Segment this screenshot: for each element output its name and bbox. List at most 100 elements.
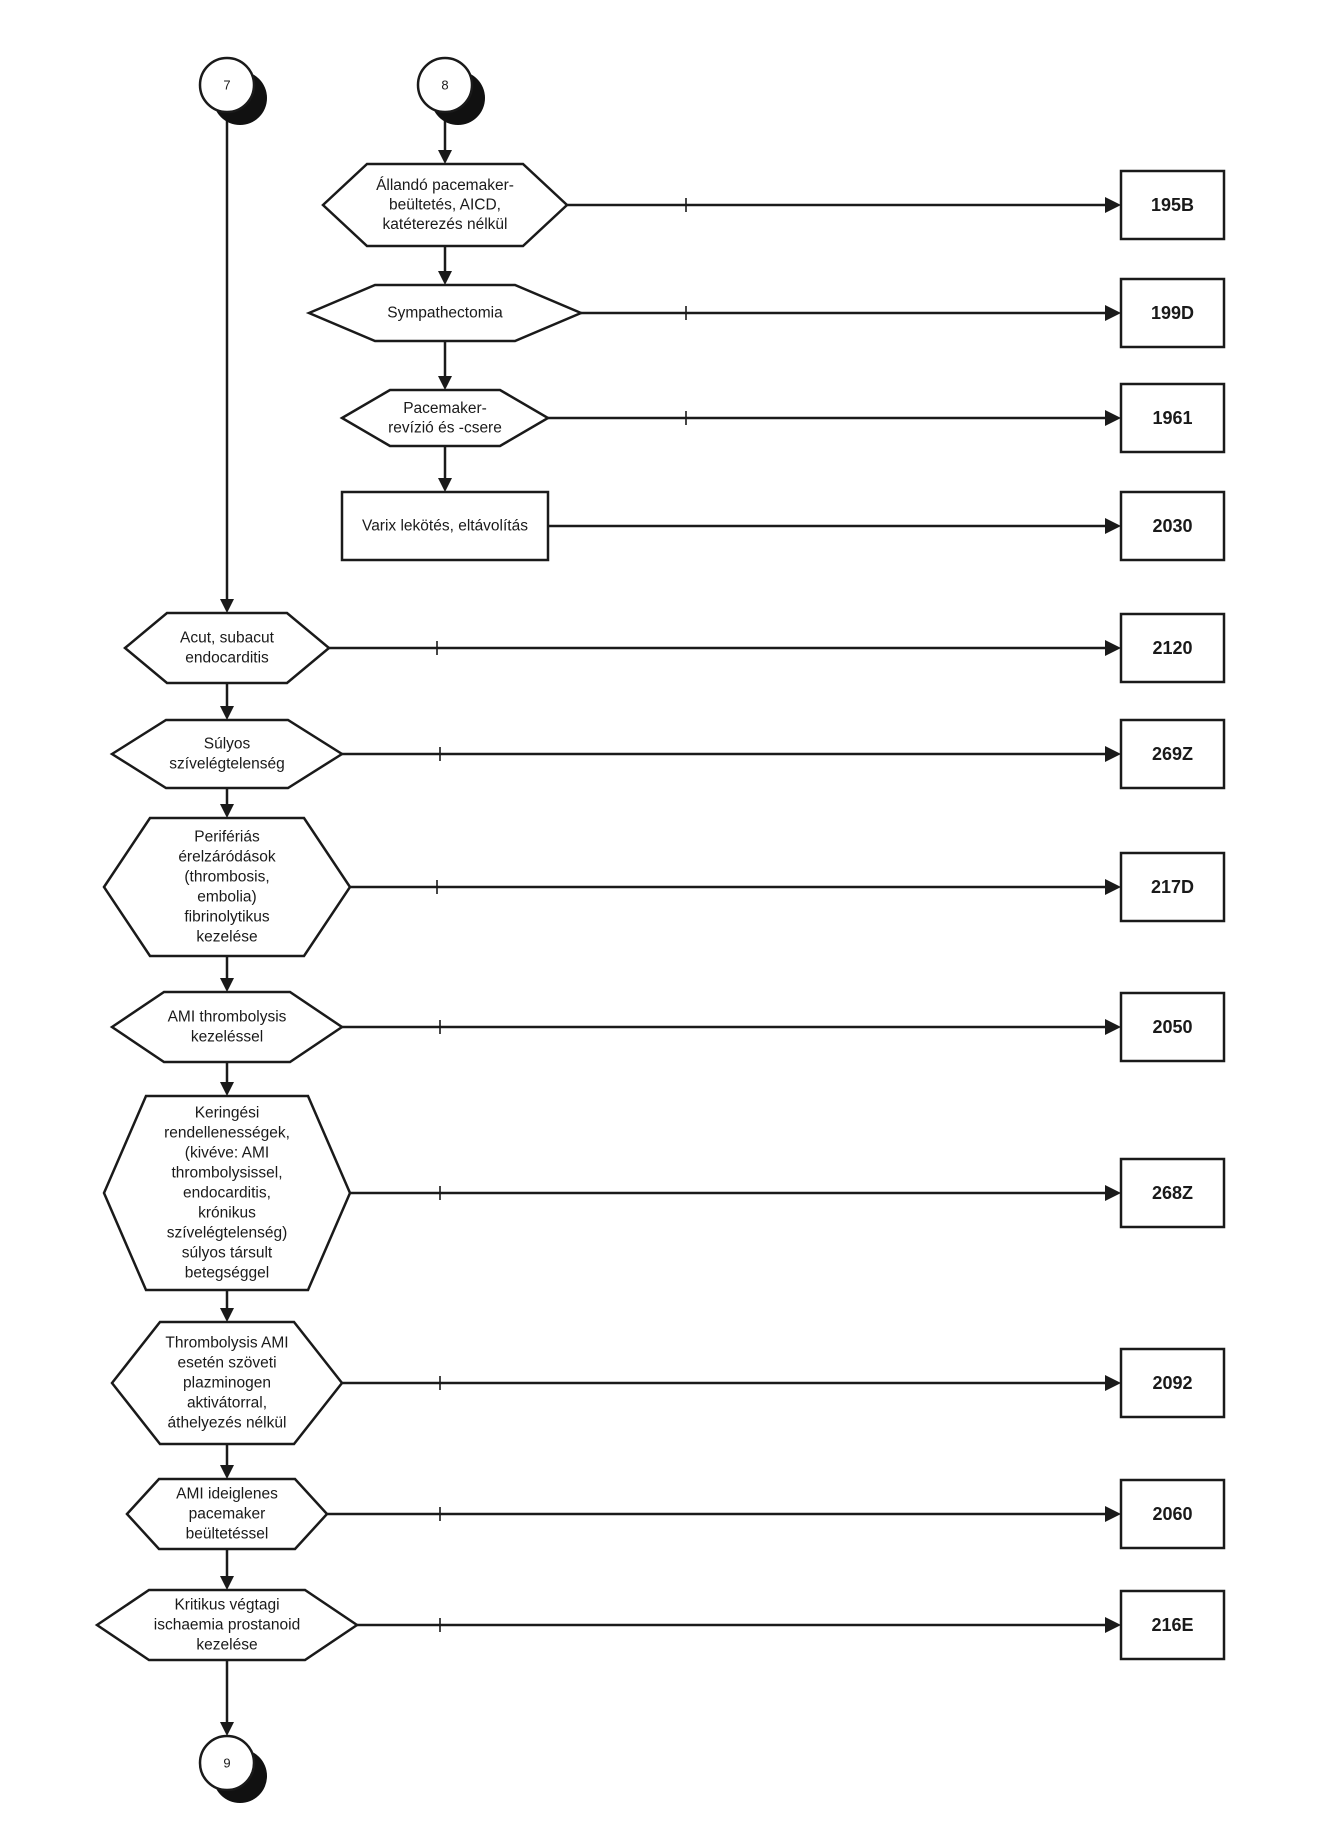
edge-node-216E-to-c9-head (220, 1722, 234, 1736)
node-2120-box (1119, 612, 1226, 684)
node-217D-box (1119, 851, 1226, 923)
node-216E-box (1119, 1589, 1226, 1661)
node-2050-code: 2050 (1152, 1017, 1192, 1037)
edge-c7-to-node-2120-head (220, 599, 234, 613)
node-2092-text-line-2: esetén szöveti (177, 1355, 276, 1372)
node-2120-code: 2120 (1152, 638, 1192, 658)
nodes-layer: Állandó pacemaker-beültetés, AICD, katéte… (94, 56, 1226, 1803)
node-216E-text-line-3: kezelése (196, 1637, 257, 1654)
node-268Z-text-line-6: krónikus (198, 1205, 256, 1222)
node-2120-edge-head (1105, 640, 1121, 656)
edge-2050-to-268Z-head (220, 1082, 234, 1096)
node-268Z-text-line-1: Keringési (195, 1105, 260, 1122)
node-2060-box (1119, 1478, 1226, 1550)
node-217D-text-line-6: kezelése (196, 929, 257, 946)
node-2060-text-line-1: AMI ideiglenes (176, 1486, 278, 1503)
node-2092-edge-head (1105, 1375, 1121, 1391)
node-2092-hexagon (110, 1320, 344, 1446)
node-2120-hexagon (123, 611, 331, 685)
node-2092-code: 2092 (1152, 1373, 1192, 1393)
edge-2092-to-2060-head (220, 1465, 234, 1479)
node-195B-text-line-2: beültetés, AICD, (389, 197, 501, 214)
node-2060-text-line-3: beültetéssel (186, 1526, 269, 1543)
connector-9-circle (198, 1734, 256, 1792)
connector-8-label: 8 (441, 78, 448, 93)
node-199D-code: 199D (1151, 303, 1194, 323)
node-2060-code: 2060 (1152, 1504, 1192, 1524)
node-217D-text-line-1: Perifériás (194, 829, 260, 846)
node-268Z-edge-head (1105, 1185, 1121, 1201)
node-216E-hexagon (94, 1588, 360, 1662)
node-199D-box (1119, 277, 1226, 349)
edge-199D-to-1961-head (438, 376, 452, 390)
node-1961-code: 1961 (1152, 408, 1192, 428)
connector-7-circle (198, 56, 256, 114)
edge-269Z-to-217D-head (220, 804, 234, 818)
node-217D-text-line-2: érelzáródások (178, 849, 276, 866)
node-2030-rect (340, 490, 550, 562)
edge-2120-to-269Z-head (220, 706, 234, 720)
node-2060-edge-head (1105, 1506, 1121, 1522)
node-2092-text-line-4: aktivátorral, (187, 1395, 267, 1412)
edge-195B-to-199D-head (438, 271, 452, 285)
node-216E-text-line-1: Kritikus végtagi (174, 1597, 279, 1614)
edges-layer (220, 112, 1121, 1736)
node-268Z-text-line-4: thrombolysissel, (171, 1165, 282, 1182)
node-217D-edge-head (1105, 879, 1121, 895)
node-268Z-text-line-9: betegséggel (185, 1265, 269, 1282)
node-195B-box (1119, 169, 1226, 241)
edge-268Z-to-2092-head (220, 1308, 234, 1322)
node-269Z-edge-head (1105, 746, 1121, 762)
node-268Z-box (1119, 1157, 1226, 1229)
edge-c8-to-node-195B-head (438, 150, 452, 164)
node-2092-box (1119, 1347, 1226, 1419)
node-269Z-text-line-2: szívelégtelenség (169, 756, 284, 773)
node-268Z-text-line-3: (kivéve: AMI (185, 1145, 269, 1162)
node-2050-text-line-1: AMI thrombolysis (168, 1009, 287, 1026)
node-1961-edge-head (1105, 410, 1121, 426)
node-269Z-text-line-1: Súlyos (204, 736, 251, 753)
node-2092-text-line-3: plazminogen (183, 1375, 271, 1392)
node-216E-code: 216E (1151, 1615, 1193, 1635)
node-1961-hexagon (339, 388, 551, 448)
node-2060-hexagon (125, 1477, 329, 1551)
node-199D-text-line-1: Sympathectomia (387, 305, 503, 322)
node-1961-box (1119, 382, 1226, 454)
connector-9-label: 9 (223, 1756, 230, 1771)
node-269Z-box (1119, 718, 1226, 790)
node-2030-edge-head (1105, 518, 1121, 534)
connector-8-circle (416, 56, 474, 114)
node-2050-hexagon (109, 990, 345, 1064)
node-268Z-text-line-7: szívelégtelenség) (167, 1225, 288, 1242)
edge-2060-to-216E-head (220, 1576, 234, 1590)
node-217D-text-line-3: (thrombosis, (184, 869, 269, 886)
node-2050-text-line-2: kezeléssel (191, 1029, 263, 1046)
node-217D-text-line-5: fibrinolytikus (184, 909, 270, 926)
node-2030-code: 2030 (1152, 516, 1192, 536)
node-2050-box (1119, 991, 1226, 1063)
edge-1961-to-2030-head (438, 478, 452, 492)
node-199D-edge-head (1105, 305, 1121, 321)
node-2120-text-line-1: Acut, subacut (180, 630, 275, 647)
connector-7-label: 7 (223, 78, 230, 93)
node-2050-edge-head (1105, 1019, 1121, 1035)
node-268Z-text-line-5: endocarditis, (183, 1185, 271, 1202)
node-217D-hexagon (102, 816, 352, 958)
node-195B-text-line-3: katéterezés nélkül (383, 216, 508, 233)
node-2030-box (1119, 490, 1226, 562)
node-2060-text-line-2: pacemaker (189, 1506, 266, 1523)
node-269Z-hexagon (109, 718, 345, 790)
node-216E-edge-head (1105, 1617, 1121, 1633)
node-195B-code: 195B (1151, 195, 1194, 215)
node-195B-hexagon (321, 162, 569, 248)
node-217D-code: 217D (1151, 877, 1194, 897)
node-2092-text-line-1: Thrombolysis AMI (165, 1335, 288, 1352)
node-216E-text-line-2: ischaemia prostanoid (154, 1617, 300, 1634)
node-2092-text-line-5: áthelyezés nélkül (168, 1415, 287, 1432)
node-1961-text-line-2: revízió és -csere (388, 419, 502, 436)
node-217D-text-line-4: embolia) (197, 889, 256, 906)
node-268Z-code: 268Z (1152, 1183, 1193, 1203)
node-268Z-text-line-2: rendellenességek, (164, 1125, 290, 1142)
node-195B-text-line-1: Állandó pacemaker- (376, 177, 514, 194)
